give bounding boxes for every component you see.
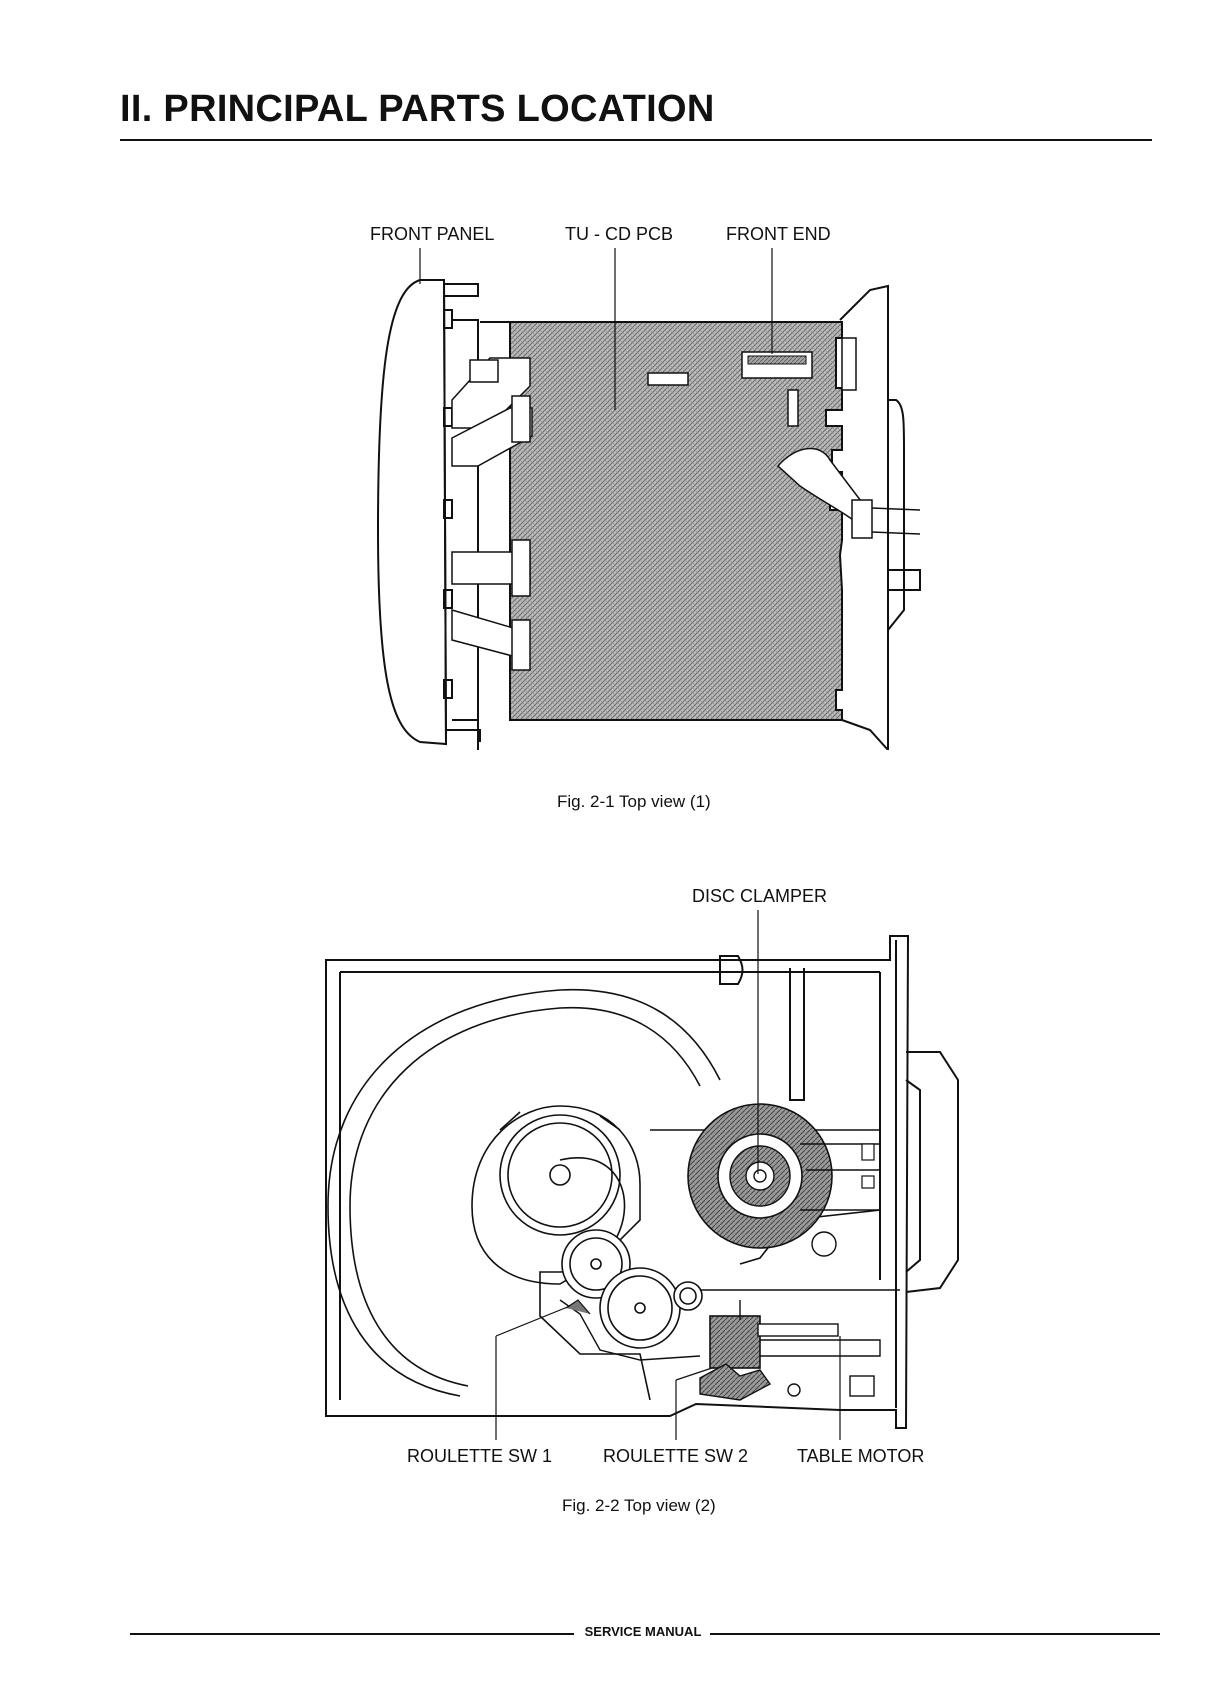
disc-clamper [650, 1104, 880, 1264]
figure2-caption: Fig. 2-2 Top view (2) [562, 1496, 716, 1516]
tu-cd-pcb [510, 322, 920, 720]
label-tu-cd-pcb: TU - CD PCB [565, 224, 673, 244]
footer-rule-right [710, 1633, 1160, 1635]
label-table-motor: TABLE MOTOR [797, 1446, 924, 1466]
top-view-1-drawing: FRONT PANEL TU - CD PCB FRONT END [0, 210, 1220, 750]
top-view-2-drawing: DISC CLAMPER ROULETTE SW 1 ROULETTE SW 2… [0, 880, 1220, 1480]
footer: SERVICE MANUAL [130, 1624, 1160, 1644]
gears [562, 1230, 702, 1348]
footer-rule-left [130, 1633, 574, 1635]
footer-text: SERVICE MANUAL [580, 1624, 706, 1639]
label-roulette-sw2: ROULETTE SW 2 [603, 1446, 748, 1466]
label-disc-clamper: DISC CLAMPER [692, 886, 827, 906]
front-panel [378, 280, 480, 744]
figure1-caption: Fig. 2-1 Top view (1) [557, 792, 711, 812]
label-front-panel: FRONT PANEL [370, 224, 494, 244]
figure-top-view-1: FRONT PANEL TU - CD PCB FRONT END [0, 210, 1220, 750]
label-front-end: FRONT END [726, 224, 831, 244]
page-title: II. PRINCIPAL PARTS LOCATION [120, 88, 715, 131]
title-divider [120, 139, 1152, 141]
label-roulette-sw1: ROULETTE SW 1 [407, 1446, 552, 1466]
figure-top-view-2: DISC CLAMPER ROULETTE SW 1 ROULETTE SW 2… [0, 880, 1220, 1480]
